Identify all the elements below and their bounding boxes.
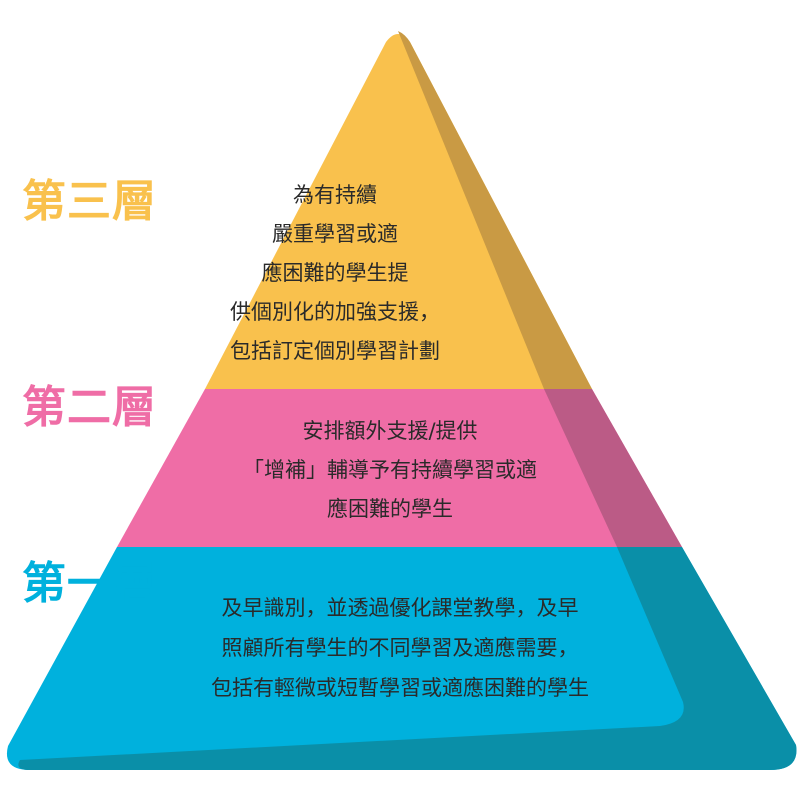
- tier-description-line: 供個別化的加強支援，: [230, 300, 440, 324]
- tier-description-line: 「增補」輔導予有持續學習或適: [243, 458, 537, 482]
- pyramid-tier-middle-shade: [544, 389, 682, 547]
- tier-description-line: 安排額外支援/提供: [302, 419, 478, 443]
- pyramid-tier-top: [205, 34, 592, 389]
- pyramid-tier-bottom: [6, 547, 797, 770]
- tier-description-line: 為有持續: [293, 183, 377, 207]
- tier-description-line: 嚴重學習或適: [272, 222, 398, 246]
- pyramid-tier-top-shade: [398, 31, 592, 389]
- pyramid-tier-middle: [117, 389, 682, 547]
- tier-label-bottom: 第一層: [22, 558, 157, 609]
- tier-description-line: 應困難的學生提: [261, 261, 409, 285]
- tier-description-line: 照顧所有學生的不同學習及適應需要，: [221, 636, 579, 660]
- tier-description-bottom: 及早識別，並透過優化課堂教學，及早 照顧所有學生的不同學習及適應需要， 包括有輕…: [140, 588, 660, 708]
- tier-label-top: 第三層: [22, 176, 157, 227]
- tier-description-top: 為有持續 嚴重學習或適 應困難的學生提 供個別化的加強支援， 包括訂定個別學習計…: [200, 176, 470, 371]
- tier-description-middle: 安排額外支援/提供 「增補」輔導予有持續學習或適 應困難的學生: [180, 412, 600, 529]
- tier-description-line: 應困難的學生: [327, 497, 453, 521]
- tier-description-line: 包括有輕微或短暫學習或適應困難的學生: [211, 676, 589, 700]
- pyramid-tier-bottom-shade: [18, 547, 797, 770]
- tier-description-line: 包括訂定個別學習計劃: [230, 339, 440, 363]
- tier-description-line: 及早識別，並透過優化課堂教學，及早: [221, 596, 579, 620]
- tier-label-middle: 第二層: [22, 382, 157, 433]
